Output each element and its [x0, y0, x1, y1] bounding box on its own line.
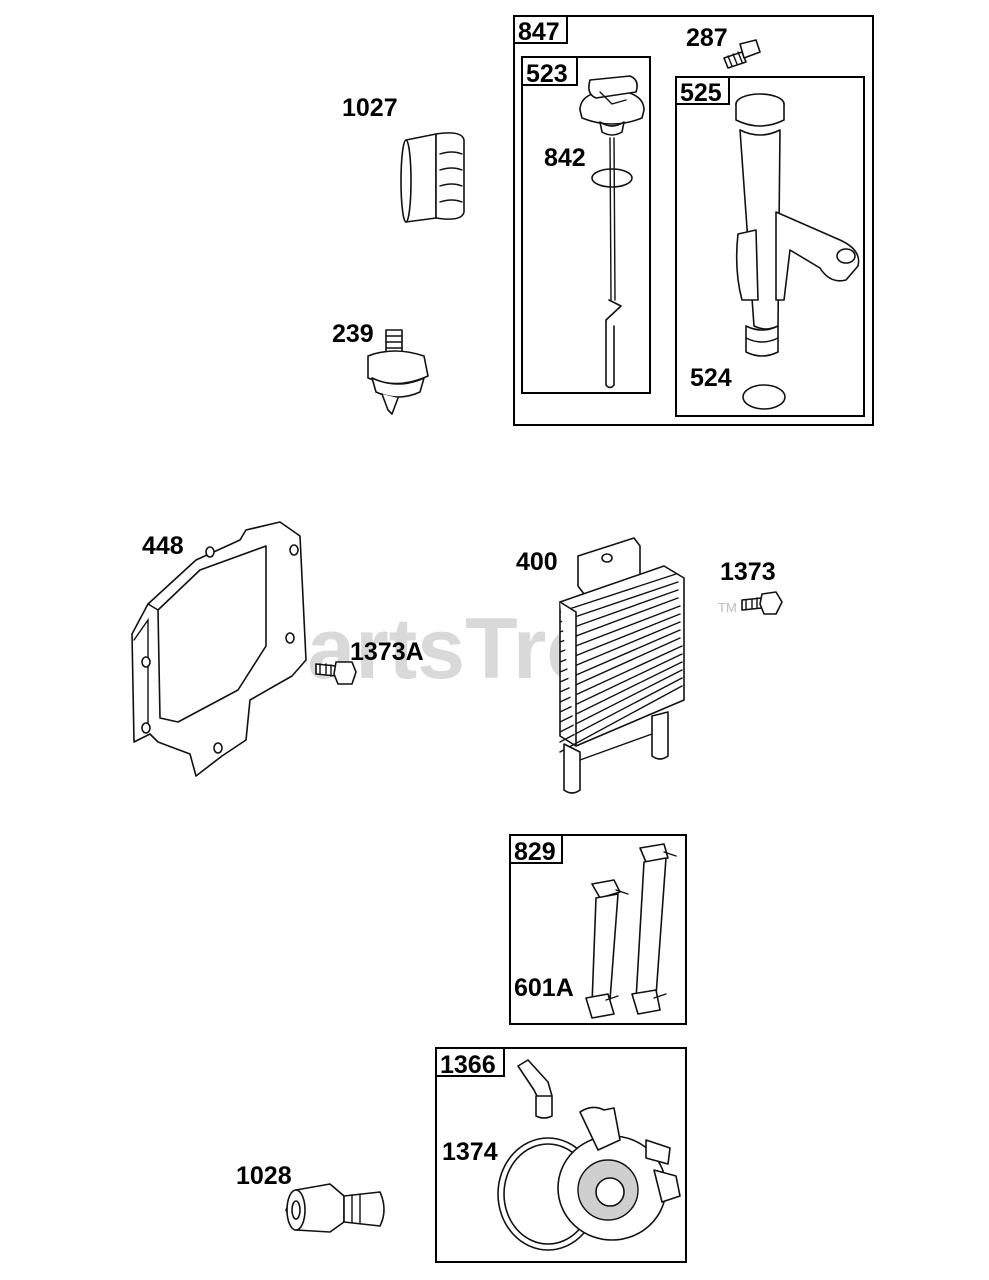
ring-524-icon [742, 384, 786, 410]
kit-1366-box: 1366 [435, 1047, 687, 1263]
label-1027: 1027 [342, 94, 398, 122]
hose-left-icon [585, 879, 629, 1019]
label-1374: 1374 [442, 1138, 498, 1166]
kit-523-label: 523 [526, 60, 568, 88]
fitting-1028-icon [285, 1183, 385, 1233]
label-400: 400 [516, 548, 558, 576]
label-1028: 1028 [236, 1162, 292, 1190]
watermark-trademark: TM [718, 600, 737, 615]
dipstick-tube-icon [735, 93, 860, 357]
elbow-fitting-icon [517, 1059, 553, 1119]
kit-525-label: 525 [680, 79, 722, 107]
kit-523-box: 523 [521, 56, 651, 394]
dipstick-rod-icon [605, 137, 622, 389]
label-1373a: 1373A [350, 638, 424, 666]
o-ring-842-icon [591, 168, 633, 188]
kit-1366-label: 1366 [440, 1051, 496, 1079]
hose-right-icon [631, 843, 677, 1015]
label-239: 239 [332, 320, 374, 348]
dipstick-cap-icon [579, 75, 645, 136]
kit-829-box: 829 [509, 834, 687, 1025]
label-524: 524 [690, 364, 732, 392]
screw-287-icon [723, 39, 761, 69]
screw-1373a-icon [315, 661, 357, 685]
oil-pressure-switch-icon [367, 329, 429, 415]
screw-1373-icon [741, 591, 783, 615]
kit-847-box: 847 [513, 15, 874, 426]
label-448: 448 [142, 532, 184, 560]
label-601a: 601A [514, 974, 574, 1002]
kit-525-box: 525 [675, 76, 865, 417]
mounting-plate-icon [131, 521, 307, 777]
kit-829-label: 829 [514, 838, 556, 866]
kit-847-label: 847 [518, 18, 560, 46]
label-287: 287 [686, 24, 728, 52]
oil-filter-icon [400, 132, 465, 223]
label-842: 842 [544, 144, 586, 172]
filter-adapter-icon [497, 1106, 681, 1251]
oil-cooler-icon [559, 537, 685, 794]
label-1373: 1373 [720, 558, 776, 586]
